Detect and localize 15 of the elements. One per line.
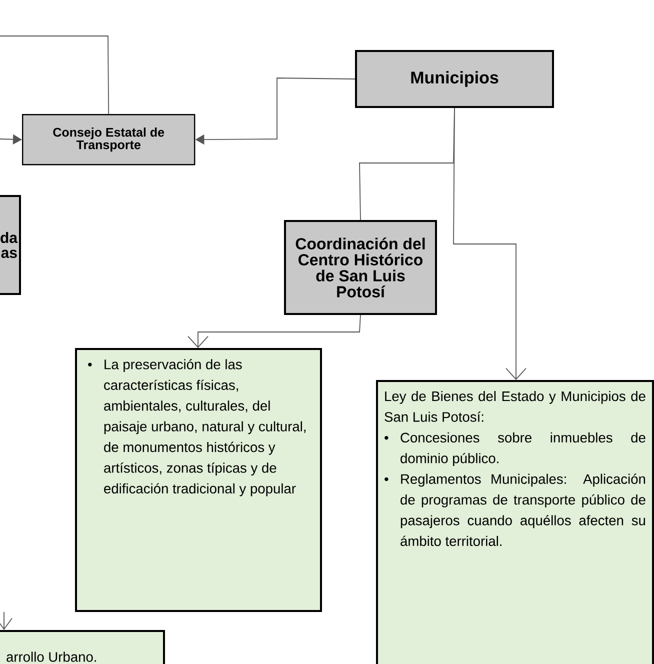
process-box: Coordinación del Centro Histórico de San Luis Potosí xyxy=(284,220,437,315)
process-box: Consejo Estatal de Transporte xyxy=(22,114,196,166)
bullet: • xyxy=(384,477,388,482)
bullet: • xyxy=(88,362,92,366)
note-box: Ley de Bienes del Estado y Municipios de San Luis Potosí: • Concesiones sobre inmuebles de dominio público. • Reglamentos Municipales: Aplicación de programas de transporte público de pasajeros cuando aquéllos afecten su ámbito territorial. xyxy=(376,380,654,664)
process-box: Municipios xyxy=(355,50,554,108)
bullet: • xyxy=(384,436,388,440)
arrow xyxy=(0,134,22,144)
note-box: • La preservación de las características físicas, ambientales, culturales, del paisaje urbano, natural y cultural, de monumentos históricos y artísticos, zonas típicas y de edificación tradicional y popular xyxy=(75,348,322,612)
process-box: da as xyxy=(0,195,21,295)
connector-line xyxy=(0,36,110,114)
note-box: arrollo Urbano. xyxy=(0,630,165,664)
arrow xyxy=(188,314,361,348)
arrow xyxy=(0,612,12,630)
arrow xyxy=(453,108,526,380)
